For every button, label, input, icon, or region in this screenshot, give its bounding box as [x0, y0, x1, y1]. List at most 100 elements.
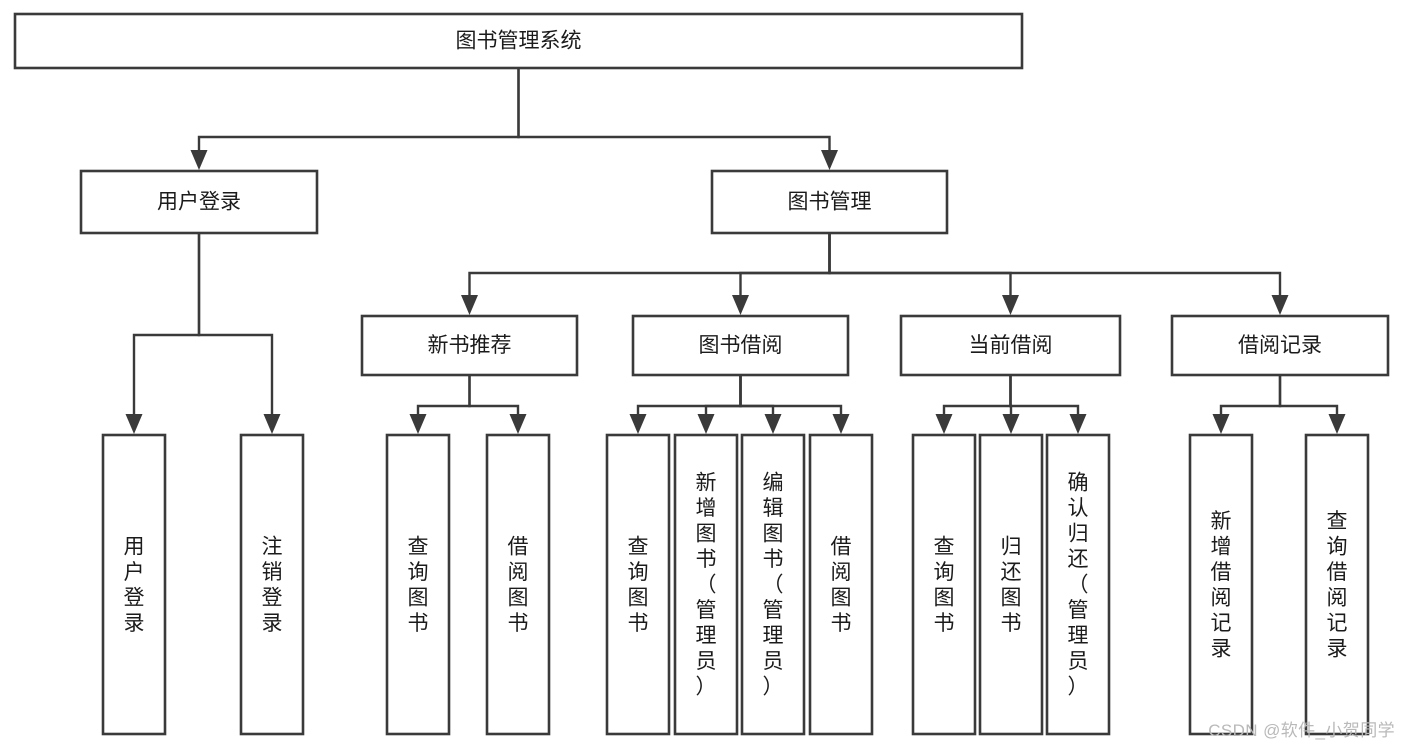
node-label: 图书借阅: [699, 334, 783, 357]
node-n-book-manage[interactable]: 图书管理: [710, 169, 949, 235]
arrow-head-icon: [190, 150, 208, 170]
connector-line: [828, 233, 1282, 295]
node-box[interactable]: [978, 433, 1044, 736]
node-label: 当前借阅: [969, 334, 1053, 357]
connector-e-userlogin-login: [125, 233, 201, 434]
arrow-head-icon: [409, 414, 427, 434]
arrow-head-icon: [764, 414, 782, 434]
node-box[interactable]: [1188, 433, 1254, 736]
node-box[interactable]: [605, 433, 671, 736]
connector-e-bookmanage-borrow: [732, 233, 831, 315]
connector-e-record-query: [1278, 375, 1346, 434]
node-box[interactable]: [710, 169, 949, 235]
arrow-head-icon: [1002, 295, 1019, 315]
node-root[interactable]: 图书管理系统: [13, 12, 1024, 70]
connector-e-root-book-manage: [517, 68, 838, 170]
arrow-head-icon: [509, 414, 527, 434]
connector-e-borrow-add: [697, 375, 742, 434]
connector-e-userlogin-logout: [197, 233, 281, 434]
node-label: 查询图书: [628, 535, 649, 635]
connector-line: [942, 375, 1012, 414]
connector-e-root-user-login: [190, 68, 520, 170]
node-box[interactable]: [360, 314, 579, 377]
arrow-head-icon: [263, 414, 281, 434]
node-l-edit-book[interactable]: 编辑图书（管理员）: [740, 433, 806, 736]
node-label: 图书管理: [788, 191, 872, 214]
node-l-query-record[interactable]: 查询借阅记录: [1304, 433, 1370, 736]
node-l-user-logout[interactable]: 注销登录: [239, 433, 305, 736]
node-box[interactable]: [101, 433, 167, 736]
connector-line: [828, 233, 1012, 295]
node-label: 编辑图书（管理员）: [763, 472, 784, 699]
node-label: 用户登录: [124, 535, 145, 635]
node-n-new-book-rec[interactable]: 新书推荐: [360, 314, 579, 377]
node-l-query-book-2[interactable]: 查询图书: [605, 433, 671, 736]
arrow-head-icon: [1271, 295, 1289, 315]
node-box[interactable]: [239, 433, 305, 736]
connector-line: [739, 375, 843, 414]
arrow-head-icon: [629, 414, 647, 434]
node-l-user-login[interactable]: 用户登录: [101, 433, 167, 736]
connector-e-borrow-borrow: [739, 375, 850, 434]
node-label: 图书管理系统: [456, 30, 582, 53]
connector-e-bookmanage-record: [828, 233, 1289, 315]
connector-line: [468, 233, 831, 295]
node-box[interactable]: [1304, 433, 1370, 736]
connector-line: [132, 233, 201, 414]
node-l-add-book[interactable]: 新增图书（管理员）: [673, 433, 739, 736]
node-n-user-login[interactable]: 用户登录: [79, 169, 319, 235]
node-box[interactable]: [911, 433, 977, 736]
connector-line: [739, 233, 831, 295]
arrow-head-icon: [697, 414, 715, 434]
node-label: 借阅图书: [508, 535, 529, 635]
arrow-head-icon: [1212, 414, 1230, 434]
node-n-current-borrow[interactable]: 当前借阅: [899, 314, 1122, 377]
node-l-borrow-book-1[interactable]: 借阅图书: [485, 433, 551, 736]
node-l-query-book-1[interactable]: 查询图书: [385, 433, 451, 736]
node-box[interactable]: [631, 314, 850, 377]
node-box[interactable]: [899, 314, 1122, 377]
node-label: 注销登录: [262, 535, 283, 635]
node-l-query-book-3[interactable]: 查询图书: [911, 433, 977, 736]
node-l-add-record[interactable]: 新增借阅记录: [1188, 433, 1254, 736]
connector-line: [704, 375, 742, 414]
connector-e-record-add: [1212, 375, 1282, 434]
connector-e-newbook-query: [409, 375, 471, 434]
node-box[interactable]: [385, 433, 451, 736]
node-label: 新增借阅记录: [1211, 510, 1232, 661]
arrow-head-icon: [1069, 414, 1087, 434]
arrow-head-icon: [935, 414, 953, 434]
node-box[interactable]: [1045, 433, 1111, 736]
node-label: 查询借阅记录: [1327, 510, 1348, 661]
node-l-return-book[interactable]: 归还图书: [978, 433, 1044, 736]
node-label: 新增图书（管理员）: [696, 472, 717, 699]
node-box[interactable]: [13, 12, 1024, 70]
arrow-head-icon: [821, 150, 838, 170]
connector-line: [1219, 375, 1282, 414]
connector-e-current-confirm: [1009, 375, 1087, 434]
nodes-layer: 图书管理系统用户登录图书管理新书推荐图书借阅当前借阅借阅记录用户登录注销登录查询…: [13, 12, 1390, 736]
node-box[interactable]: [740, 433, 806, 736]
connector-line: [517, 68, 831, 150]
node-l-confirm-return[interactable]: 确认归还（管理员）: [1045, 433, 1111, 736]
node-box[interactable]: [808, 433, 874, 736]
node-box[interactable]: [79, 169, 319, 235]
edges-layer: [125, 68, 1346, 434]
node-label: 归还图书: [1001, 535, 1022, 635]
arrow-head-icon: [832, 414, 850, 434]
node-n-book-borrow[interactable]: 图书借阅: [631, 314, 850, 377]
node-box[interactable]: [673, 433, 739, 736]
arrow-head-icon: [1002, 414, 1020, 434]
arrow-head-icon: [461, 295, 478, 315]
connector-e-current-query: [935, 375, 1012, 434]
node-box[interactable]: [485, 433, 551, 736]
arrow-head-icon: [732, 295, 749, 315]
node-n-borrow-record[interactable]: 借阅记录: [1170, 314, 1390, 377]
node-label: 查询图书: [934, 535, 955, 635]
connector-line: [468, 375, 520, 414]
node-l-borrow-book-2[interactable]: 借阅图书: [808, 433, 874, 736]
node-box[interactable]: [1170, 314, 1390, 377]
node-label: 借阅记录: [1238, 334, 1322, 357]
